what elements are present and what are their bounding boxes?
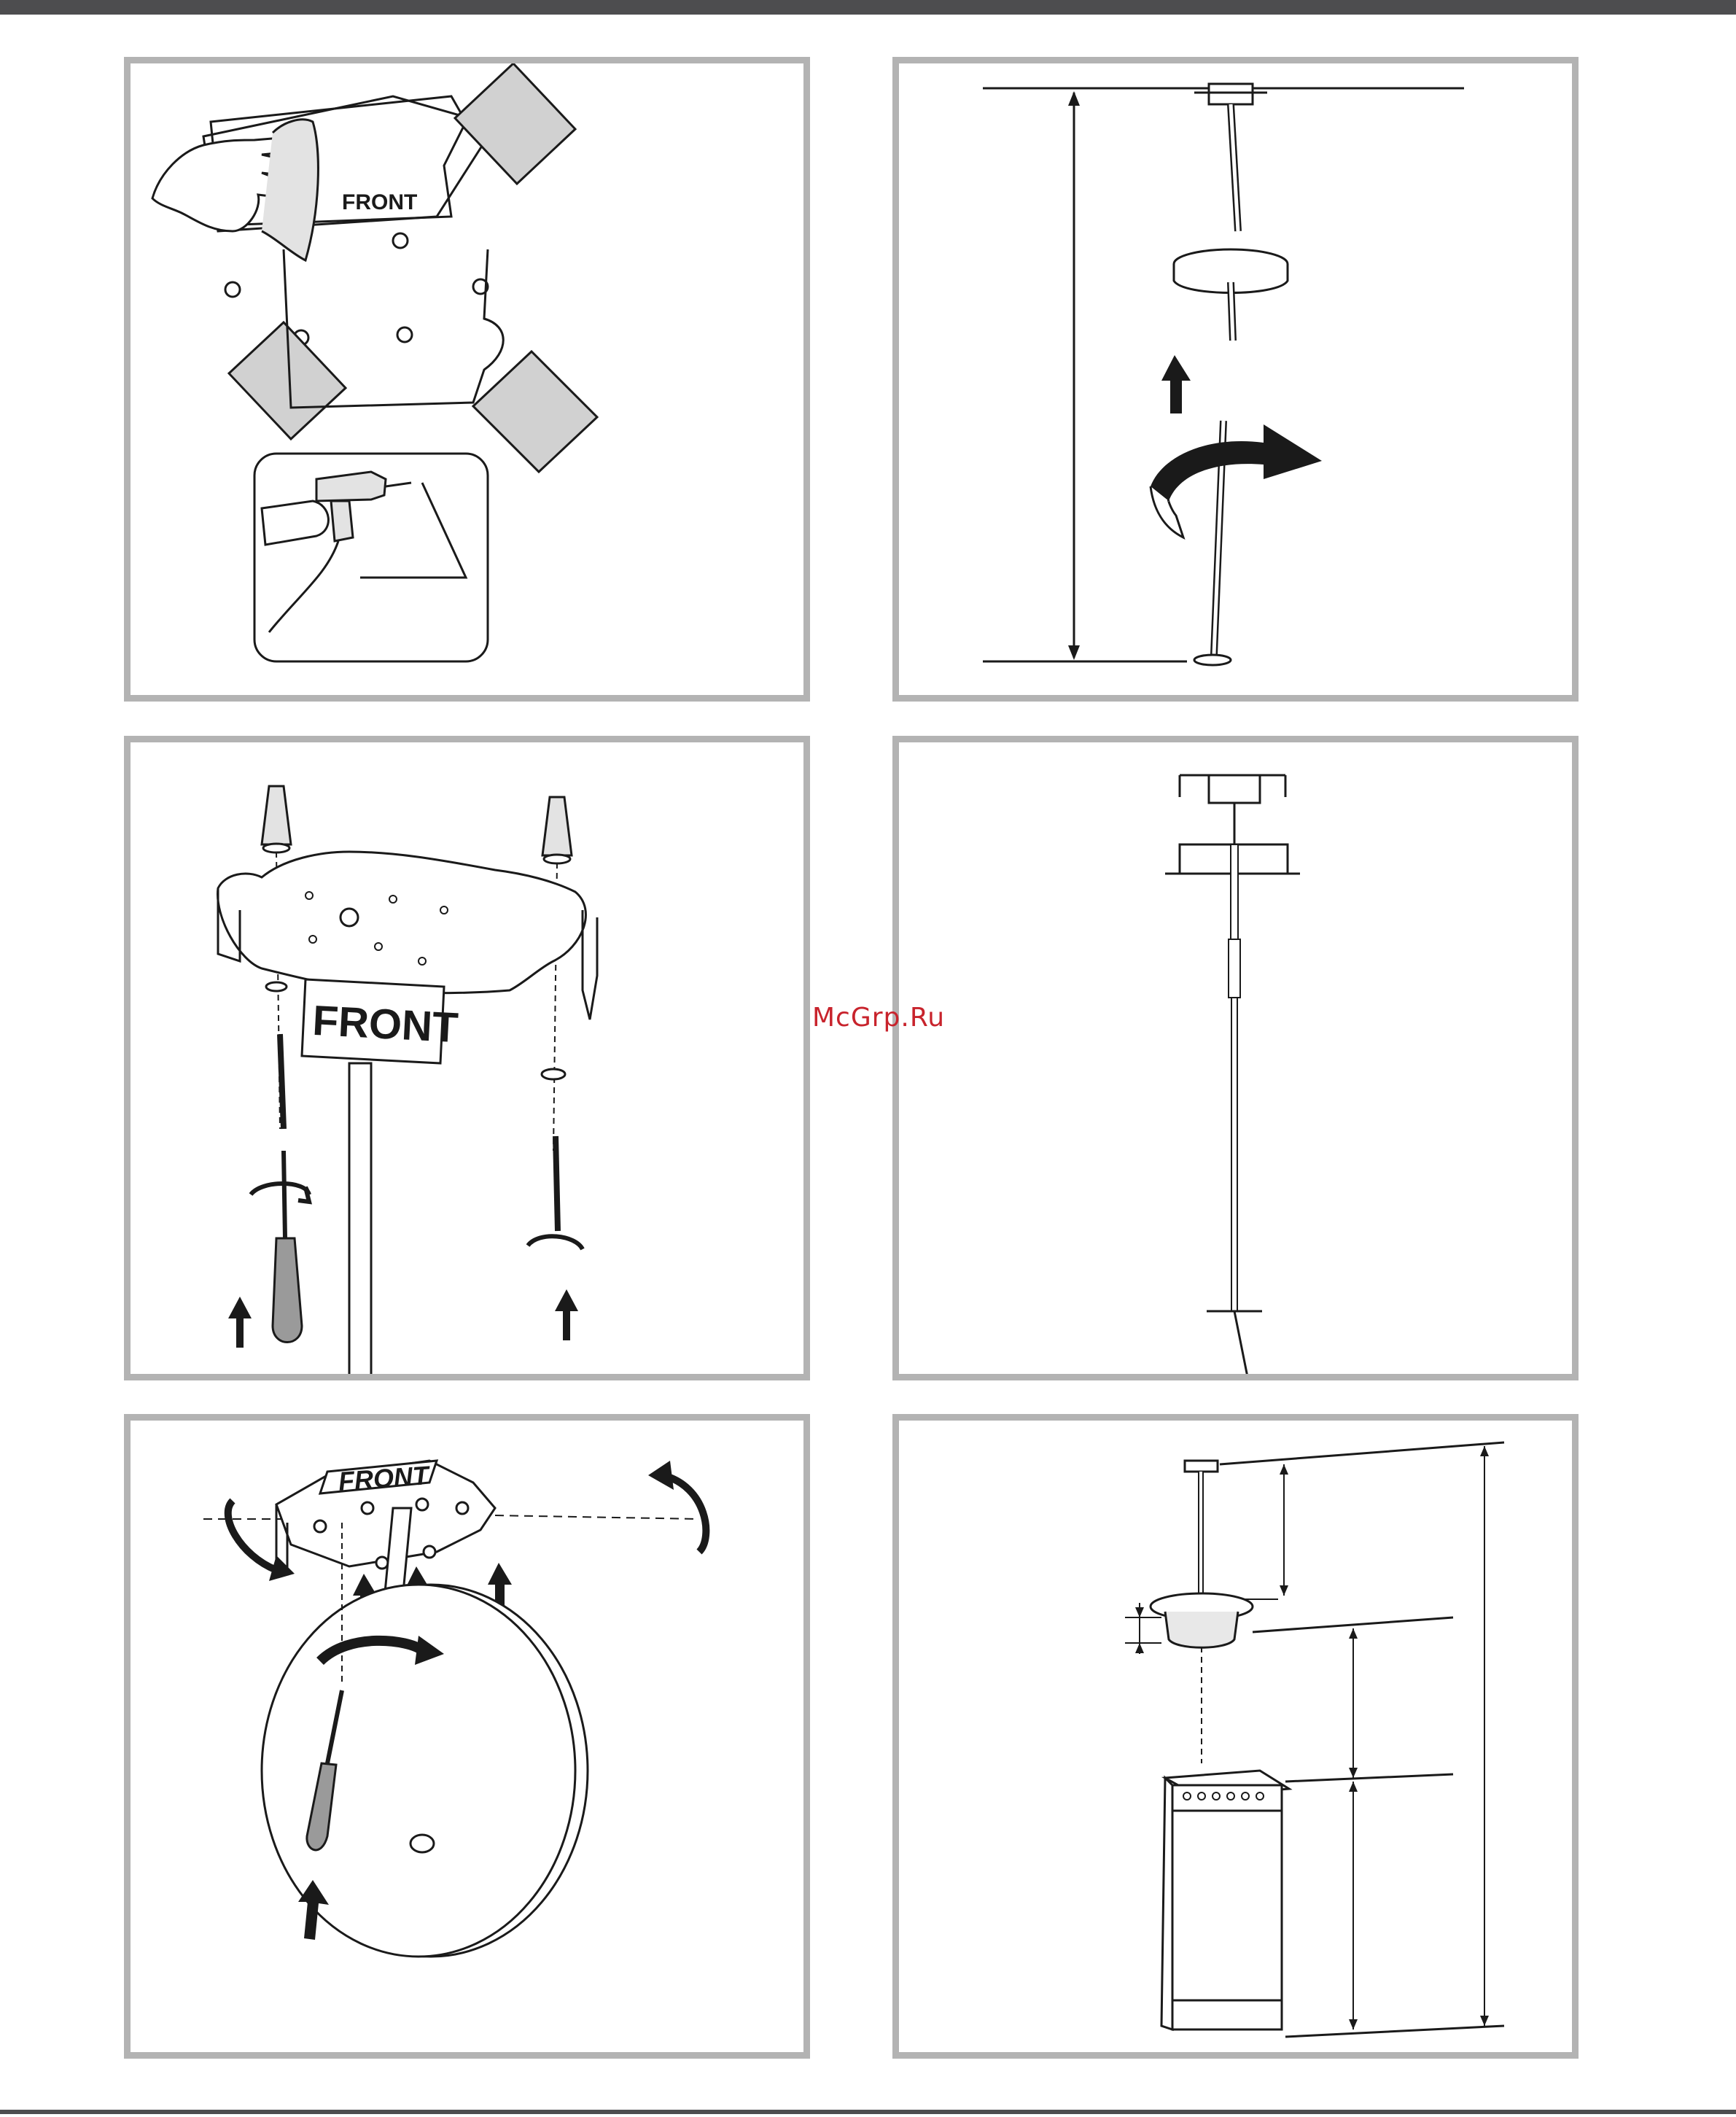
rotate-arrow-icon [251,1184,309,1202]
panel-template: FRONT [124,57,810,702]
up-arrow-icon [555,1289,578,1340]
bracket-front-label: FRONT [311,997,459,1052]
rotate-arrow-icon [228,1501,276,1570]
up-arrow-icon [228,1297,252,1348]
panel-measure [892,57,1579,702]
height-dimension-line [1480,1446,1489,2026]
up-arrow-icon [1161,355,1191,413]
rotate-arrow-icon [1151,424,1322,501]
screwdriver-icon [273,1151,302,1343]
top-bar [0,0,1736,15]
height-dimension-line [1349,1782,1358,2029]
measure-illustration [899,63,1572,695]
panel-bracket: FRONT [124,736,810,1380]
wall-plug-icon [542,797,572,863]
template-front-label: FRONT [342,190,417,214]
tape-piece [473,351,597,472]
height-dimension-line [1135,1603,1144,1654]
bracket-plate [218,852,586,993]
bottom-rule [0,2110,1736,2114]
pole-illustration [899,742,1572,1374]
ceiling-bracket [1209,84,1253,104]
height-illustration [899,1421,1572,2052]
panel-mount: FRONT [124,1414,810,2059]
floor-plate [1194,655,1231,665]
mount-illustration: FRONT [131,1421,803,2052]
watermark: McGrp.Ru [798,1003,959,1033]
template-illustration: FRONT [131,63,803,695]
tape-piece [455,63,575,184]
panel-height [892,1414,1579,2059]
panel-pole [892,736,1579,1380]
cooker-icon [1161,1771,1289,2029]
ceiling-bracket [1185,1461,1218,1472]
ceiling-bracket [1209,775,1260,803]
bracket-illustration: FRONT [131,742,803,1374]
height-dimension-line [1280,1464,1288,1596]
height-dimension-line [1349,1628,1358,1778]
hand-icon [152,120,318,260]
wall-plug-icon [262,786,291,852]
rotate-arrow-icon [528,1236,583,1249]
